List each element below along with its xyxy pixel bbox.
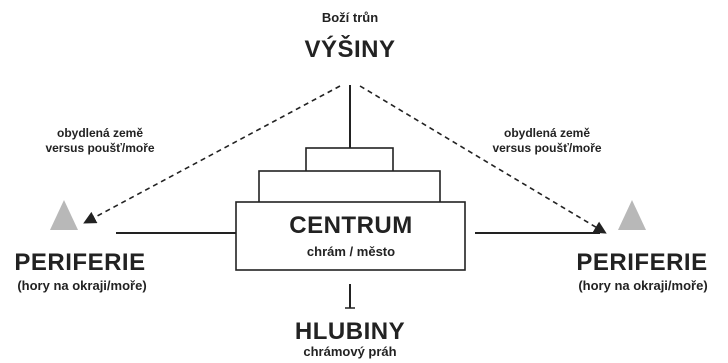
left-arrow-label-line1: obydlená země bbox=[56, 126, 144, 140]
right-periphery-subtitle: (hory na okraji/moře) bbox=[578, 278, 708, 293]
temple-top-box bbox=[305, 147, 394, 173]
right-periphery-title: PERIFERIE bbox=[576, 249, 708, 276]
right-mountain-icon bbox=[618, 200, 646, 230]
top-title: VÝŠINY bbox=[304, 36, 396, 63]
temple-middle-box bbox=[258, 170, 441, 204]
right-dashed-arrow bbox=[359, 85, 607, 234]
center-subtitle: chrám / město bbox=[306, 244, 396, 259]
left-periphery-title: PERIFERIE bbox=[14, 249, 146, 276]
left-arrow-label: obydlená země versus poušť/moře bbox=[40, 126, 160, 156]
bottom-title: HLUBINY bbox=[294, 318, 406, 345]
right-arrow-label-line2: versus poušť/moře bbox=[492, 141, 602, 155]
top-subtitle: Boží trůn bbox=[321, 10, 379, 25]
center-box bbox=[235, 201, 466, 271]
center-title: CENTRUM bbox=[289, 212, 413, 239]
left-mountain-icon bbox=[50, 200, 78, 230]
right-arrow-label-line1: obydlená země bbox=[503, 126, 591, 140]
left-arrow-label-line2: versus poušť/moře bbox=[45, 141, 155, 155]
bottom-subtitle: chrámový práh bbox=[303, 344, 397, 359]
left-periphery-subtitle: (hory na okraji/moře) bbox=[17, 278, 147, 293]
left-dashed-arrow bbox=[83, 85, 341, 224]
right-arrow-label: obydlená země versus poušť/moře bbox=[482, 126, 612, 156]
